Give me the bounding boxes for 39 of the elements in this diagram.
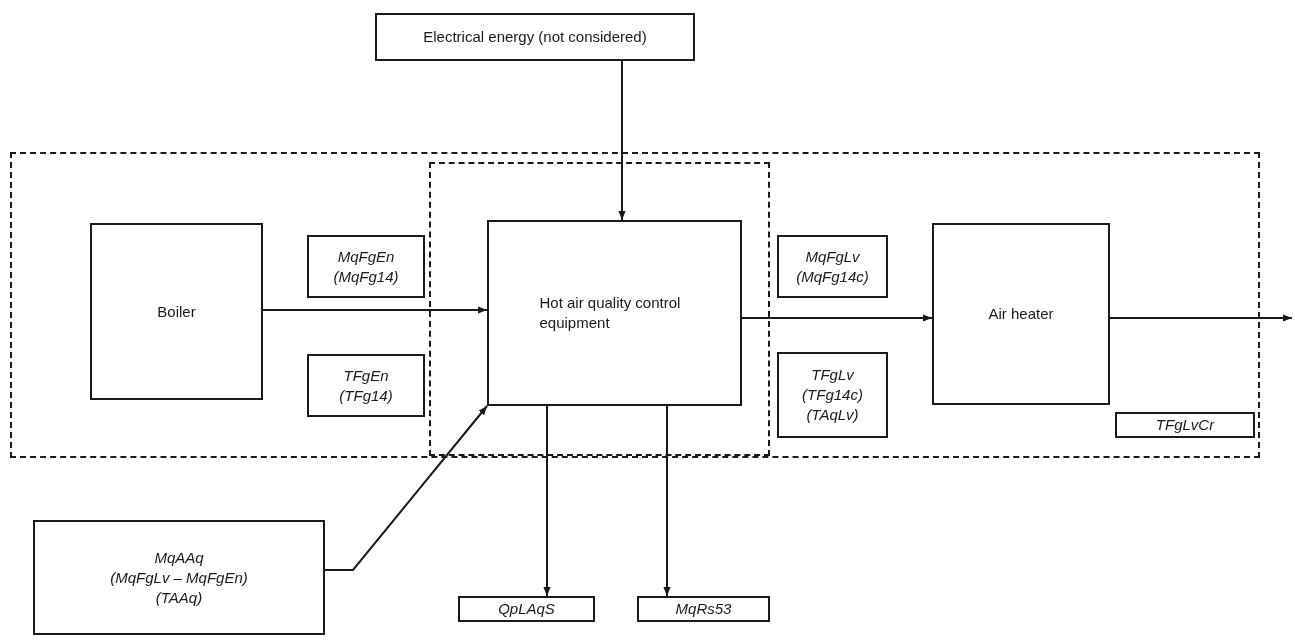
variable-box [777, 352, 888, 438]
variable-label: (TAqLv) [806, 405, 859, 425]
arrow [741, 314, 933, 322]
variable-box [1115, 412, 1255, 438]
variable-label: TFgLvCr [1155, 415, 1215, 435]
variable-box [33, 520, 325, 635]
equipment-boundary [429, 162, 770, 456]
variable-label: (TFg14c) [802, 385, 863, 405]
variable-label: (MqFg14c) [796, 266, 869, 287]
arrow [1109, 314, 1293, 322]
variable-label: TFgEn [343, 365, 389, 386]
process-box [932, 223, 1110, 405]
variable-label: (MqFgLv – MqFgEn) [110, 567, 248, 588]
variable-box [307, 235, 425, 298]
variable-box [307, 354, 425, 417]
arrow [618, 60, 626, 221]
process-box [90, 223, 263, 400]
node-label: Boiler [157, 301, 196, 322]
arrow [663, 405, 671, 597]
system-boundary [10, 152, 1260, 458]
variable-label: TFgLv [811, 365, 854, 385]
energy-box [375, 13, 695, 61]
arrow [262, 306, 488, 314]
process-box [487, 220, 742, 406]
variable-box [458, 596, 595, 622]
variable-label: (TFg14) [339, 385, 393, 406]
node-label: Hot air quality control equipment [539, 293, 682, 333]
variable-label: (TAAq) [155, 587, 203, 608]
variable-label: QpLAqS [498, 599, 555, 619]
variable-box [637, 596, 770, 622]
variable-label: (MqFg14) [333, 266, 399, 287]
variable-box [777, 235, 888, 298]
node-label: Air heater [988, 304, 1054, 324]
arrow [543, 405, 551, 597]
node-label: Electrical energy (not considered) [423, 27, 647, 47]
variable-label: MqRs53 [675, 599, 732, 619]
variable-label: MqFgEn [337, 246, 395, 267]
variable-label: MqFgLv [805, 246, 860, 267]
variable-label: MqAAq [154, 547, 204, 568]
